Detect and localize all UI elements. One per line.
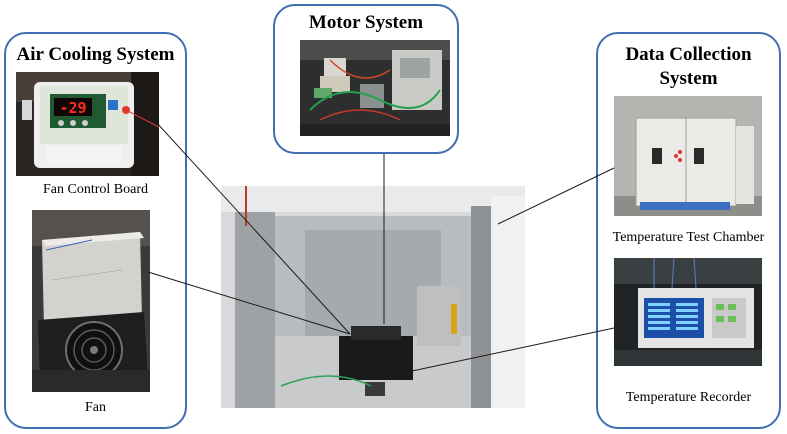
board-display-digits: -29 [59,99,86,117]
temperature-recorder-caption: Temperature Recorder [625,390,752,405]
fan-control-board-caption: Fan Control Board [43,182,148,197]
motor-photo [300,40,450,136]
data-collection-title-line1: Data Collection [625,44,752,65]
data-collection-title-line2: System [659,68,718,89]
motor-system-title: Motor System [308,12,424,33]
fan-caption: Fan [85,400,106,415]
temperature-recorder-photo [614,258,762,366]
fan-control-board-photo: -29 [16,72,159,176]
temperature-chamber-caption: Temperature Test Chamber [612,230,765,245]
fan-photo [32,210,150,392]
test-bench-photo [221,186,525,408]
air-cooling-title: Air Cooling System [16,44,175,65]
temperature-chamber-photo [614,96,762,216]
